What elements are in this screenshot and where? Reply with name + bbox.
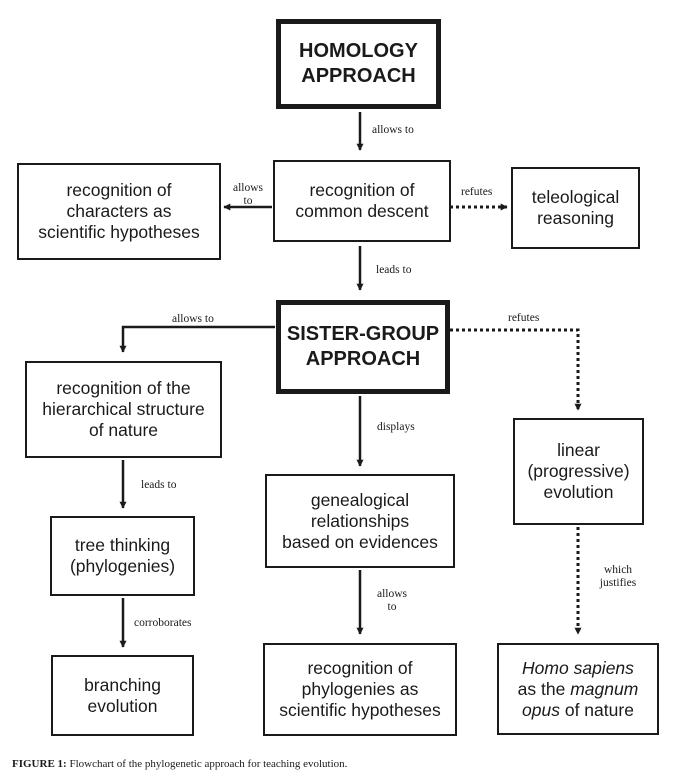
node-line: teleological	[531, 187, 620, 207]
node-line: (phylogenies)	[69, 556, 176, 576]
node-line: Homo sapiens	[518, 658, 639, 679]
node-line: branching	[84, 674, 161, 695]
edge-label-leads-to: leads to	[376, 264, 412, 276]
edge-label-allows-to-left: allows to	[230, 182, 266, 208]
edge-label-line: to	[243, 195, 253, 207]
species-name: Homo sapiens	[522, 657, 634, 678]
edge-label-which-justifies: which justifies	[588, 564, 648, 590]
node-line: tree thinking	[74, 535, 171, 555]
node-line: genealogical	[310, 489, 410, 510]
emphasis-magnum: magnum	[570, 678, 639, 699]
node-line: scientific hypotheses	[38, 222, 200, 242]
node-tree-thinking: tree thinking(phylogenies)	[50, 516, 195, 596]
node-sister-group-approach: SISTER-GROUP APPROACH	[276, 300, 450, 394]
figure-caption: FIGURE 1: Flowchart of the phylogenetic …	[12, 758, 347, 770]
node-line: characters as	[66, 201, 172, 221]
node-line: SISTER-GROUP	[286, 323, 440, 345]
node-line: as the magnum	[518, 679, 639, 700]
node-line: evolution	[87, 695, 158, 716]
edge-label-refutes-sister: refutes	[508, 312, 540, 324]
edge-label-line: allows	[376, 588, 408, 600]
node-line: (progressive)	[527, 461, 630, 481]
node-line: recognition of	[307, 658, 413, 678]
node-line: APPROACH	[301, 65, 416, 87]
node-linear-evolution: linear(progressive)evolution	[513, 418, 644, 525]
node-line: scientific hypotheses	[279, 700, 441, 720]
edge-label-line: to	[387, 601, 397, 613]
arrow-sister-group-to-linear	[450, 328, 582, 411]
edge-label-leads-to-tree: leads to	[141, 479, 177, 491]
node-line: APPROACH	[305, 348, 421, 370]
text-fragment: as the	[517, 678, 571, 699]
node-line: of nature	[88, 420, 159, 440]
node-homology-approach: HOMOLOGY APPROACH	[276, 19, 441, 109]
node-line: recognition of the	[56, 378, 191, 398]
edge-label-line: which	[603, 564, 633, 576]
edge-label-allows-to-sister: allows to	[172, 313, 214, 325]
node-line: reasoning	[537, 208, 614, 228]
figure-caption-text: Flowchart of the phylogenetic approach f…	[66, 758, 348, 770]
node-line: phylogenies as	[301, 679, 419, 699]
figure-label: FIGURE 1:	[12, 758, 67, 770]
edge-label-line: justifies	[599, 577, 637, 589]
edge-label-line: allows	[232, 182, 264, 194]
node-line: recognition of	[309, 180, 415, 200]
edge-label-corroborates: corroborates	[134, 617, 192, 629]
text-fragment: of nature	[559, 699, 634, 720]
node-line: evolution	[543, 482, 614, 502]
edge-label-displays: displays	[377, 421, 415, 433]
node-line: opus of nature	[518, 700, 639, 721]
node-homo-sapiens: Homo sapiens as the magnum opus of natur…	[497, 643, 659, 735]
edge-label-refutes: refutes	[461, 186, 493, 198]
node-line: linear	[557, 440, 600, 460]
node-line: based on evidences	[282, 531, 438, 552]
emphasis-opus: opus	[522, 699, 560, 720]
node-line: relationships	[310, 510, 410, 531]
edge-label-allows-to: allows to	[372, 124, 414, 136]
node-line: HOMOLOGY	[299, 40, 418, 62]
arrow-sister-group-to-hierarchical	[119, 325, 275, 353]
node-line: recognition of	[66, 180, 172, 200]
node-line: hierarchical structure	[42, 399, 205, 419]
node-line: common descent	[295, 201, 429, 221]
edge-label-allows-to-phylogenies: allows to	[372, 588, 412, 614]
